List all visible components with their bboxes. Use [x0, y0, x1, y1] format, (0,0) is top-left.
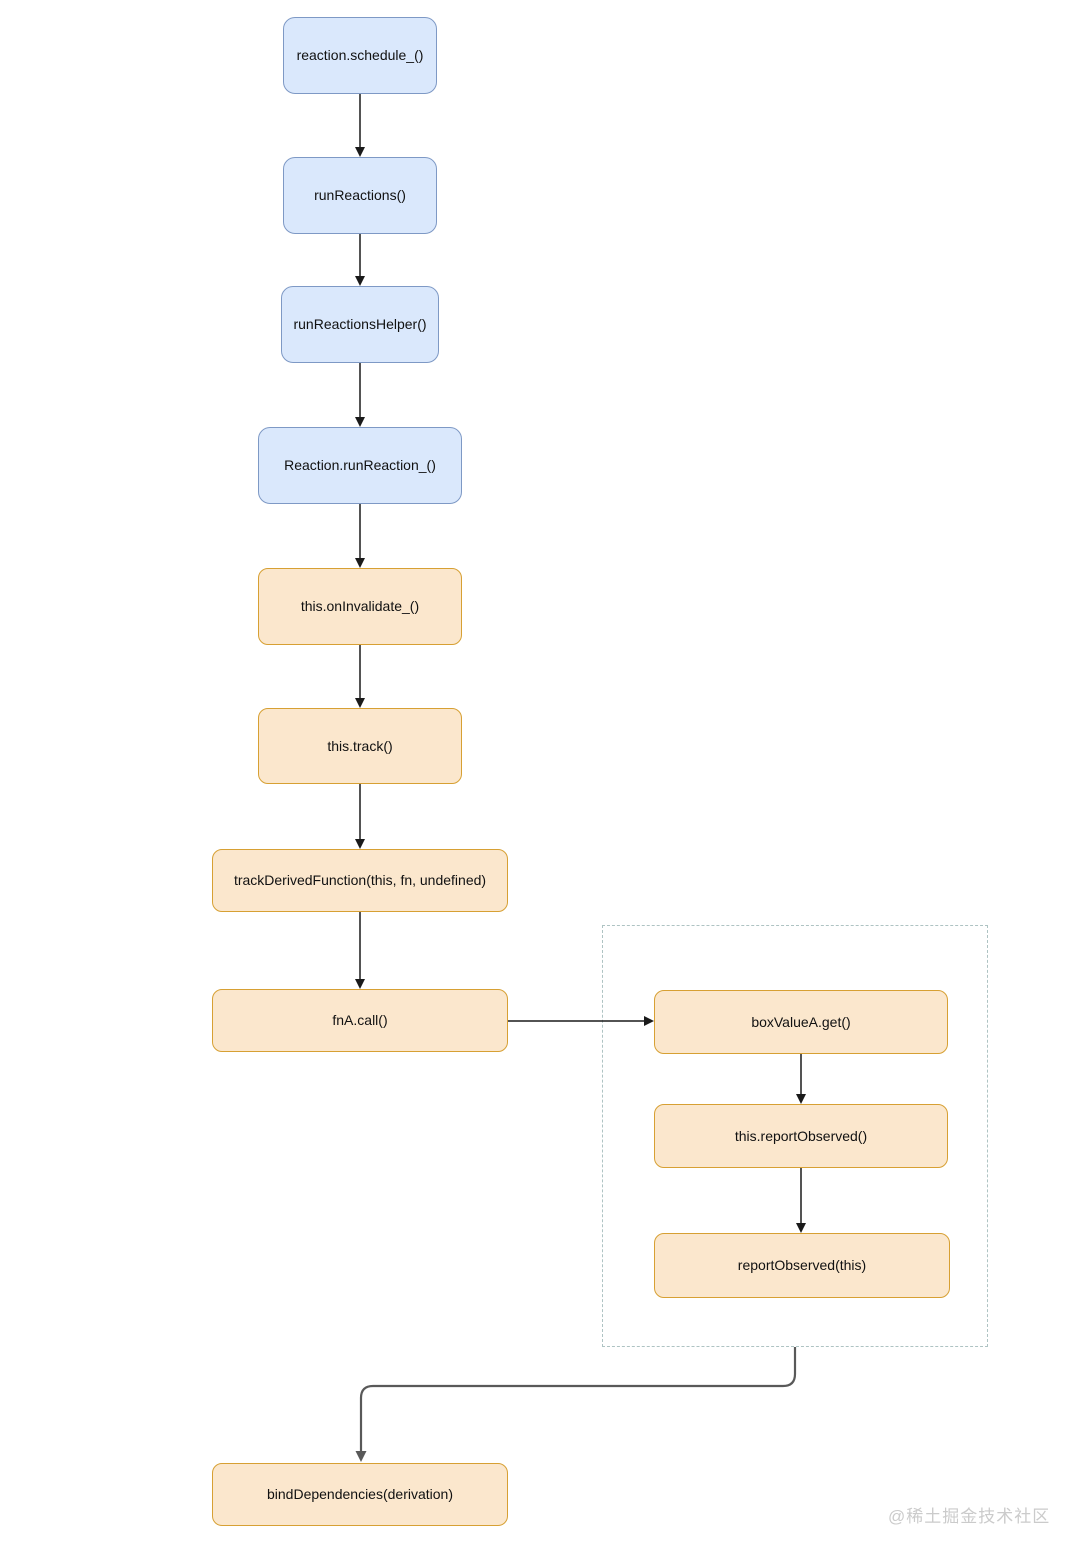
- node-this-track: this.track(): [258, 708, 462, 784]
- node-this-oninvalidate: this.onInvalidate_(): [258, 568, 462, 645]
- node-reaction-run-reaction: Reaction.runReaction_(): [258, 427, 462, 504]
- observed-group-container: [602, 925, 988, 1347]
- node-reaction-schedule: reaction.schedule_(): [283, 17, 437, 94]
- node-track-derived-function: trackDerivedFunction(this, fn, undefined…: [212, 849, 508, 912]
- node-label: fnA.call(): [332, 1012, 388, 1029]
- node-boxvaluea-get: boxValueA.get(): [654, 990, 948, 1054]
- watermark-text: @稀土掘金技术社区: [888, 1507, 1051, 1526]
- node-label: boxValueA.get(): [751, 1013, 851, 1030]
- node-reportobserved-this: reportObserved(this): [654, 1233, 950, 1298]
- node-label: bindDependencies(derivation): [266, 1486, 453, 1503]
- node-this-reportobserved: this.reportObserved(): [654, 1104, 948, 1168]
- node-label: trackDerivedFunction(this, fn, undefined…: [233, 872, 487, 889]
- node-run-reactions: runReactions(): [283, 157, 437, 234]
- node-label: reportObserved(this): [737, 1257, 867, 1274]
- node-label: this.track(): [327, 737, 393, 754]
- node-label: reaction.schedule_(): [296, 47, 424, 64]
- node-label: this.onInvalidate_(): [300, 598, 420, 615]
- node-label: this.reportObserved(): [734, 1127, 868, 1144]
- node-label: runReactionsHelper(): [293, 316, 427, 333]
- node-bind-dependencies: bindDependencies(derivation): [212, 1463, 508, 1526]
- node-label: Reaction.runReaction_(): [284, 457, 436, 474]
- edge-group-to-binddependencies: [355, 1347, 797, 1462]
- node-run-reactions-helper: runReactionsHelper(): [281, 286, 439, 363]
- node-fna-call: fnA.call(): [212, 989, 508, 1052]
- node-label: runReactions(): [314, 187, 406, 204]
